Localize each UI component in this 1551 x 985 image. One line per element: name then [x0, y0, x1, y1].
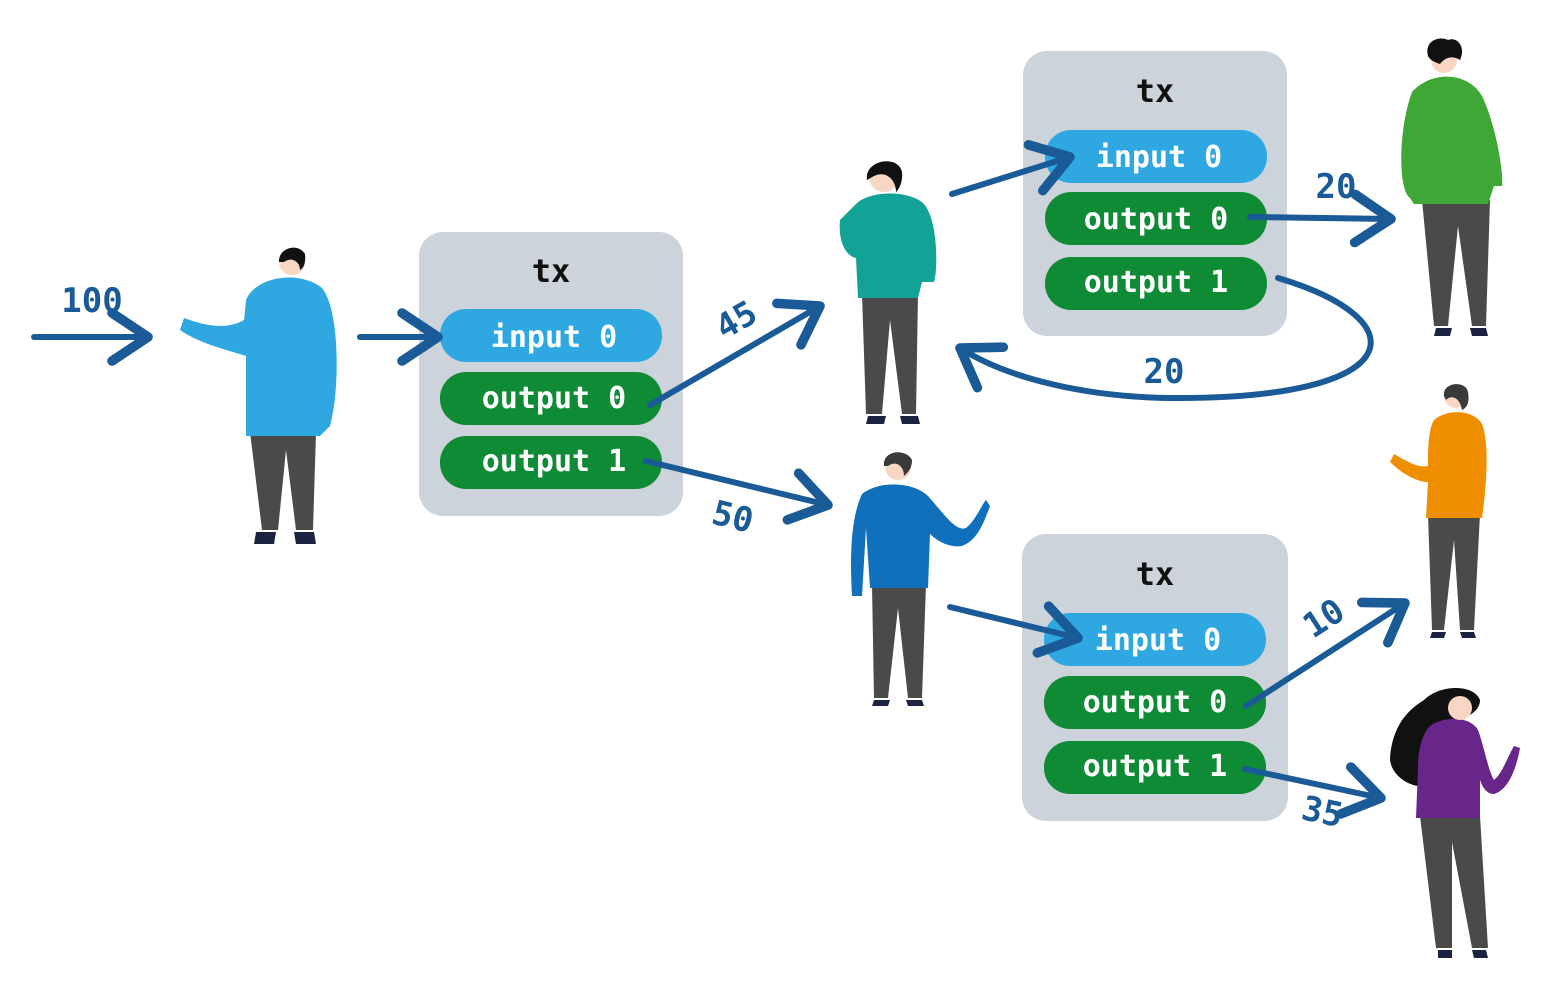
amount-tx1-output1: 50 [708, 493, 757, 542]
person-sender [180, 247, 337, 544]
person-receiver-blue-shirt [851, 484, 990, 596]
arrow-tx1-output1 [643, 458, 833, 525]
person-receiver-blue-legs [872, 584, 926, 698]
person-receiver-orange-shirt [1390, 412, 1487, 518]
tx-box-3-title: tx [1136, 555, 1175, 593]
person-receiver-green-hair [1427, 38, 1463, 64]
person-sender-hair [278, 247, 306, 270]
tx-box-2: tx input 0 output 0 output 1 [1023, 51, 1287, 336]
person-receiver-teal-shoes [866, 416, 920, 424]
person-receiver-purple [1390, 688, 1520, 958]
tx-box-2-title: tx [1136, 72, 1175, 110]
arrow-teal-to-tx2 [949, 140, 1075, 197]
person-receiver-orange [1390, 384, 1487, 638]
person-receiver-green-legs [1422, 200, 1490, 326]
person-receiver-blue [851, 452, 990, 706]
person-receiver-blue-hair [883, 452, 912, 476]
arrow-tx2-output0 [1247, 189, 1396, 248]
tx-box-3-input-label: input 0 [1095, 623, 1221, 658]
person-receiver-purple-shoes [1438, 950, 1488, 958]
amount-incoming: 100 [61, 281, 122, 321]
tx-box-1-title: tx [532, 252, 571, 290]
amount-labels: 100 45 50 20 20 10 35 [61, 167, 1356, 836]
arrow-tx2-change [955, 275, 1374, 402]
amount-tx2-output0: 20 [1316, 167, 1357, 207]
person-receiver-orange-shoes [1430, 632, 1476, 638]
person-receiver-orange-hair [1443, 384, 1469, 410]
arrow-tx3-output0 [1243, 597, 1410, 709]
person-receiver-teal [839, 161, 937, 424]
arrow-tx3-output1 [1242, 762, 1386, 819]
tx-box-2-output0-label: output 0 [1084, 202, 1229, 237]
tx-box-1-output1-label: output 1 [482, 444, 627, 479]
person-receiver-blue-shoes [872, 700, 924, 706]
tx-box-2-output0-pill[interactable] [1045, 192, 1267, 245]
person-receiver-purple-head [1448, 696, 1472, 720]
tx-box-2-output1-label: output 1 [1084, 265, 1229, 300]
amount-tx3-output0: 10 [1296, 591, 1352, 647]
person-sender-coat [180, 277, 337, 436]
person-sender-shoes [254, 532, 316, 544]
tx-box-2-input-label: input 0 [1096, 140, 1222, 175]
tx-box-1-output0-pill[interactable] [440, 372, 662, 425]
person-sender-legs [250, 432, 316, 530]
person-receiver-orange-legs [1428, 514, 1480, 630]
person-receiver-teal-hair [866, 161, 903, 192]
person-receiver-purple-legs [1420, 816, 1488, 948]
person-receiver-green [1401, 38, 1503, 336]
arrow-blue-to-tx3 [947, 601, 1083, 658]
tx-box-3-input-pill[interactable] [1044, 613, 1266, 666]
amount-tx2-change: 20 [1144, 352, 1185, 392]
person-receiver-purple-shirt [1416, 718, 1520, 818]
person-receiver-teal-legs [862, 294, 918, 414]
tx-box-2-output1-pill[interactable] [1045, 257, 1267, 310]
arrow-tx1-output0 [647, 298, 825, 408]
tx-box-1-output0-label: output 0 [482, 381, 627, 416]
tx-box-3-output1-label: output 1 [1083, 749, 1228, 784]
tx-box-1-input-pill[interactable] [440, 309, 662, 362]
tx-box-3: tx input 0 output 0 output 1 [1022, 534, 1288, 821]
tx-box-3-output1-pill[interactable] [1044, 741, 1266, 794]
person-receiver-green-shoes [1434, 328, 1488, 336]
person-receiver-teal-shirt [839, 193, 937, 298]
tx-box-1-input-label: input 0 [491, 320, 617, 355]
tx-box-1: tx input 0 output 0 output 1 [419, 232, 683, 516]
flow-arrows [31, 140, 1410, 819]
amount-tx1-output0: 45 [709, 293, 764, 348]
amount-tx3-output1: 35 [1298, 788, 1346, 836]
tx-box-3-output0-label: output 0 [1083, 685, 1228, 720]
tx-box-1-output1-pill[interactable] [440, 436, 662, 489]
tx-box-2-input-pill[interactable] [1045, 130, 1267, 183]
person-receiver-green-shirt [1401, 76, 1503, 204]
tx-box-3-output0-pill[interactable] [1044, 676, 1266, 729]
